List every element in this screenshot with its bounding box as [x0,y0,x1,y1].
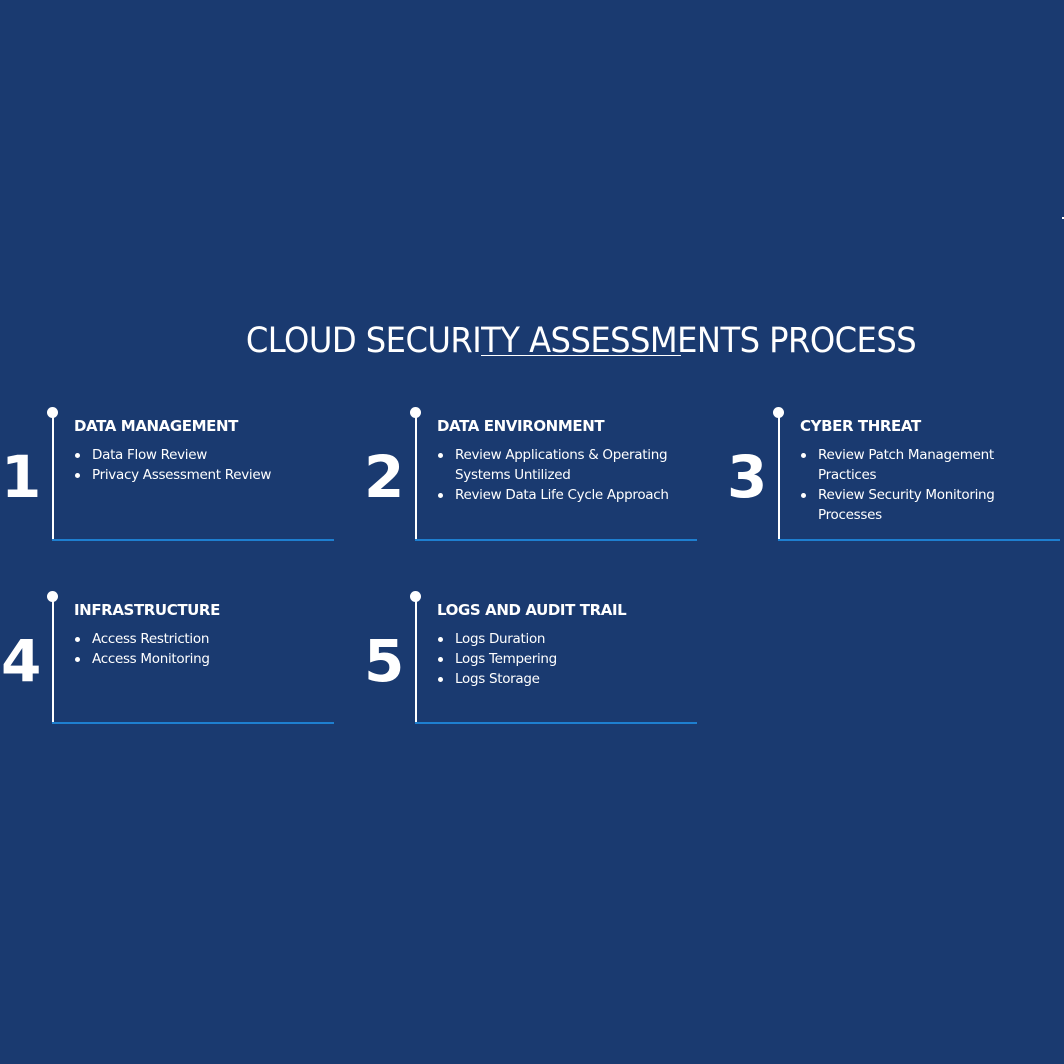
process-step-3: 3 CYBER THREAT Review Patch Management P… [727,407,1060,547]
process-step-2: 2 DATA ENVIRONMENT Review Applications &… [364,407,697,547]
bullet-icon [438,637,443,642]
timeline-dot-icon [47,591,58,602]
list-item: Access Monitoring [74,649,324,669]
bullet-icon [438,657,443,662]
list-item-text: Access Restriction [92,631,210,647]
list-item-text: Data Flow Review [92,447,207,463]
list-item-text: Review Patch Management Practices [818,447,994,483]
step-heading: LOGS AND AUDIT TRAIL [437,601,627,619]
list-item-text: Access Monitoring [92,651,210,667]
list-item-text: Review Applications & Operating Systems … [455,447,668,483]
step-heading: DATA MANAGEMENT [74,417,239,435]
step-number: 5 [364,627,405,695]
list-item-text: Review Security Monitoring Processes [818,487,995,523]
step-item-list: Review Applications & Operating Systems … [437,445,687,505]
timeline-baseline [52,539,334,541]
list-item: Logs Duration [437,629,687,649]
edge-artifact [1062,217,1064,219]
page-title: CLOUD SECURITY ASSESSMENTS PROCESS [245,321,917,362]
step-heading: INFRASTRUCTURE [74,601,220,619]
step-number: 4 [1,627,42,695]
list-item: Review Applications & Operating Systems … [437,445,687,485]
timeline-baseline [415,722,697,724]
list-item: Privacy Assessment Review [74,465,324,485]
list-item: Review Security Monitoring Processes [800,485,1050,525]
timeline-dot-icon [773,407,784,418]
timeline-vertical-line [415,413,417,540]
bullet-icon [438,493,443,498]
timeline-dot-icon [410,407,421,418]
list-item: Logs Tempering [437,649,687,669]
list-item: Review Data Life Cycle Approach [437,485,687,505]
bullet-icon [801,493,806,498]
step-number: 3 [727,443,768,511]
timeline-baseline [52,722,334,724]
timeline-vertical-line [415,597,417,723]
bullet-icon [75,453,80,458]
list-item-text: Logs Duration [455,631,546,647]
bullet-icon [801,453,806,458]
bullet-icon [75,637,80,642]
step-number: 1 [1,443,42,511]
list-item-text: Logs Storage [455,671,540,687]
timeline-vertical-line [778,413,780,540]
list-item: Access Restriction [74,629,324,649]
step-item-list: Review Patch Management Practices Review… [800,445,1050,525]
title-underline-divider [481,355,681,356]
process-step-4: 4 INFRASTRUCTURE Access Restriction Acce… [1,591,334,731]
timeline-dot-icon [47,407,58,418]
timeline-baseline [778,539,1060,541]
bullet-icon [75,657,80,662]
list-item: Data Flow Review [74,445,324,465]
bullet-icon [438,453,443,458]
list-item: Review Patch Management Practices [800,445,1050,485]
list-item: Logs Storage [437,669,687,689]
process-step-5: 5 LOGS AND AUDIT TRAIL Logs Duration Log… [364,591,697,731]
list-item-text: Review Data Life Cycle Approach [455,487,669,503]
timeline-baseline [415,539,697,541]
step-heading: CYBER THREAT [800,417,921,435]
list-item-text: Logs Tempering [455,651,557,667]
bullet-icon [438,677,443,682]
step-heading: DATA ENVIRONMENT [437,417,605,435]
timeline-dot-icon [410,591,421,602]
process-step-1: 1 DATA MANAGEMENT Data Flow Review Priva… [1,407,334,547]
step-item-list: Data Flow Review Privacy Assessment Revi… [74,445,324,485]
timeline-vertical-line [52,597,54,723]
bullet-icon [75,473,80,478]
step-number: 2 [364,443,405,511]
step-item-list: Access Restriction Access Monitoring [74,629,324,669]
step-item-list: Logs Duration Logs Tempering Logs Storag… [437,629,687,689]
timeline-vertical-line [52,413,54,540]
list-item-text: Privacy Assessment Review [92,467,272,483]
